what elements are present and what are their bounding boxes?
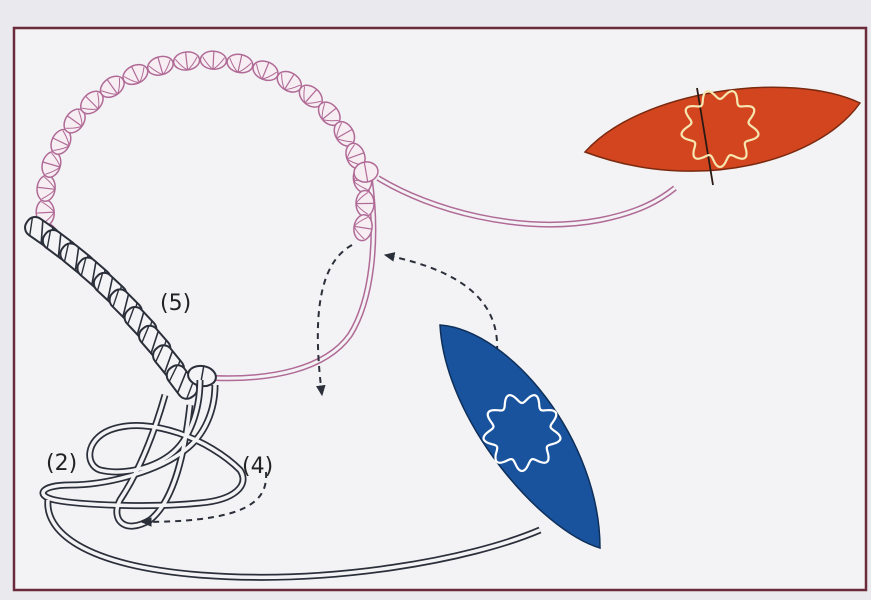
label-step-4: (4) (242, 454, 273, 479)
red-shuttle-icon (583, 86, 862, 186)
arrow-blue-shuttle-to-ring (383, 252, 499, 353)
red-bobbin-flower (680, 89, 760, 169)
pink-stitch (36, 174, 56, 203)
pink-stitch (50, 128, 72, 155)
pink-ring (214, 175, 677, 382)
blue-bobbin-flower (482, 393, 562, 473)
dashed-arrows (140, 244, 499, 527)
pink-stitch (226, 53, 254, 74)
pink-stitch (355, 189, 375, 218)
dark-double-stitches (24, 216, 217, 400)
arrow-down-through-ring (316, 244, 353, 397)
pink-stitch (41, 151, 62, 178)
pink-stitch (199, 50, 228, 70)
pink-stitch (122, 63, 149, 86)
pink-stitch (63, 108, 86, 134)
pink-stitch (353, 214, 373, 242)
blue-shuttle-icon (439, 324, 601, 550)
dark-thread-loops (39, 379, 542, 581)
pink-stitch (345, 142, 366, 170)
pink-closing-stitch (353, 161, 379, 183)
arrow-step-4 (140, 471, 268, 527)
pink-stitch (172, 51, 201, 71)
pink-stitch (146, 55, 174, 76)
label-step-2: (2) (46, 451, 77, 476)
pink-stitch (333, 120, 356, 147)
label-step-5: (5) (160, 291, 191, 316)
pink-stitch (252, 60, 279, 82)
